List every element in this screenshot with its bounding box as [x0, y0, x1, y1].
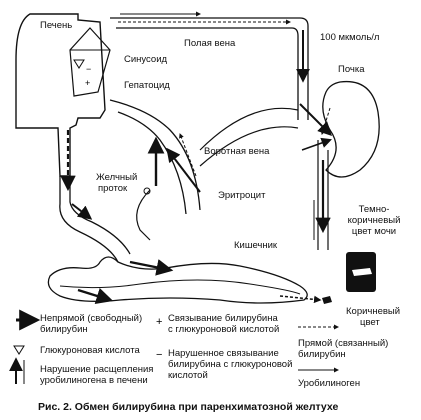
urine-label-1: Темно-: [358, 204, 390, 215]
bile-duct-label-1: Желчный: [96, 172, 138, 183]
bile-flow-arrow-2: [71, 203, 93, 220]
kidney-outline: [322, 80, 380, 178]
erythrocyte-vessel: [136, 189, 151, 241]
plus-sign: +: [85, 78, 90, 88]
legend-binding-symbol: +: [156, 316, 162, 328]
kidney-label: Почка: [338, 64, 365, 75]
urine-label-3: цвет мочи: [351, 226, 397, 237]
figure-caption: Рис. 2. Обмен билирубина при паренхимато…: [38, 401, 339, 413]
legend-direct-2: билирубин: [298, 349, 346, 360]
legend-indirect-2: билирубин: [40, 324, 88, 335]
portal-flow-arrow: [166, 147, 201, 193]
legend-urob-break-1: Нарушение расщепления: [40, 364, 154, 375]
legend-urobilinogen: Уробилиноген: [298, 378, 361, 389]
intestine-inner: [59, 279, 301, 295]
bile-duct-outline: [59, 176, 131, 263]
stool-pellet: [322, 296, 332, 304]
urine-jar-highlight: [352, 268, 372, 276]
intestine-arrow-2: [77, 287, 114, 305]
intestine-arrow-1: [129, 259, 174, 276]
intestine-label: Кишечник: [234, 240, 278, 251]
hepatocyte-triangle: [73, 59, 85, 69]
legend-glucuronic: Глюкуроновая кислота: [40, 345, 140, 356]
erythrocyte-label: Эритроцит: [218, 190, 266, 201]
hepatocyte-shape: [69, 27, 111, 97]
minus-sign: −: [86, 64, 91, 74]
stool-label-2: цвет: [360, 317, 380, 328]
stool-label-1: Коричневый: [346, 306, 401, 317]
legend-indirect-1: Непрямой (свободный): [40, 313, 143, 324]
legend-impaired-3: кислотой: [168, 370, 208, 381]
legend-impaired-1: Нарушенное связывание: [168, 348, 279, 359]
legend-binding-1: Связывание билирубина: [168, 313, 278, 324]
sinusoid-label: Синусоид: [124, 54, 168, 65]
legend-impaired-2: билирубина с глюкуроновой: [168, 359, 293, 370]
portal-vein-label: Воротная вена: [204, 146, 270, 157]
urine-label-2: коричневый: [347, 215, 401, 226]
stool-arrow: [279, 295, 322, 304]
portal-to-vena: [199, 107, 299, 167]
vena-cava-label: Полая вена: [184, 38, 236, 49]
liver-label: Печень: [40, 20, 73, 31]
legend-urob-break-2: уробилиногена в печени: [40, 375, 148, 386]
legend-impaired-symbol: −: [156, 349, 162, 361]
bile-duct-label-2: проток: [98, 183, 128, 194]
vena-cava-vessel: [110, 17, 309, 120]
legend-direct-1: Прямой (связанный): [298, 338, 389, 349]
portal-flow-arrow-2: [179, 133, 197, 177]
legend-glucuronic-symbol: [13, 345, 25, 355]
kidney-arrow-2: [320, 107, 331, 135]
kidney-arrow-3: [301, 137, 332, 151]
liver-outline: [15, 13, 106, 177]
intestine-outline: [47, 256, 308, 304]
legend-binding-2: с глюкуроновой кислотой: [168, 324, 280, 335]
hepatocyte-label: Гепатоцид: [124, 80, 170, 91]
concentration-label: 100 мкмоль/л: [320, 32, 380, 43]
kidney-arrow-1: [299, 103, 332, 136]
